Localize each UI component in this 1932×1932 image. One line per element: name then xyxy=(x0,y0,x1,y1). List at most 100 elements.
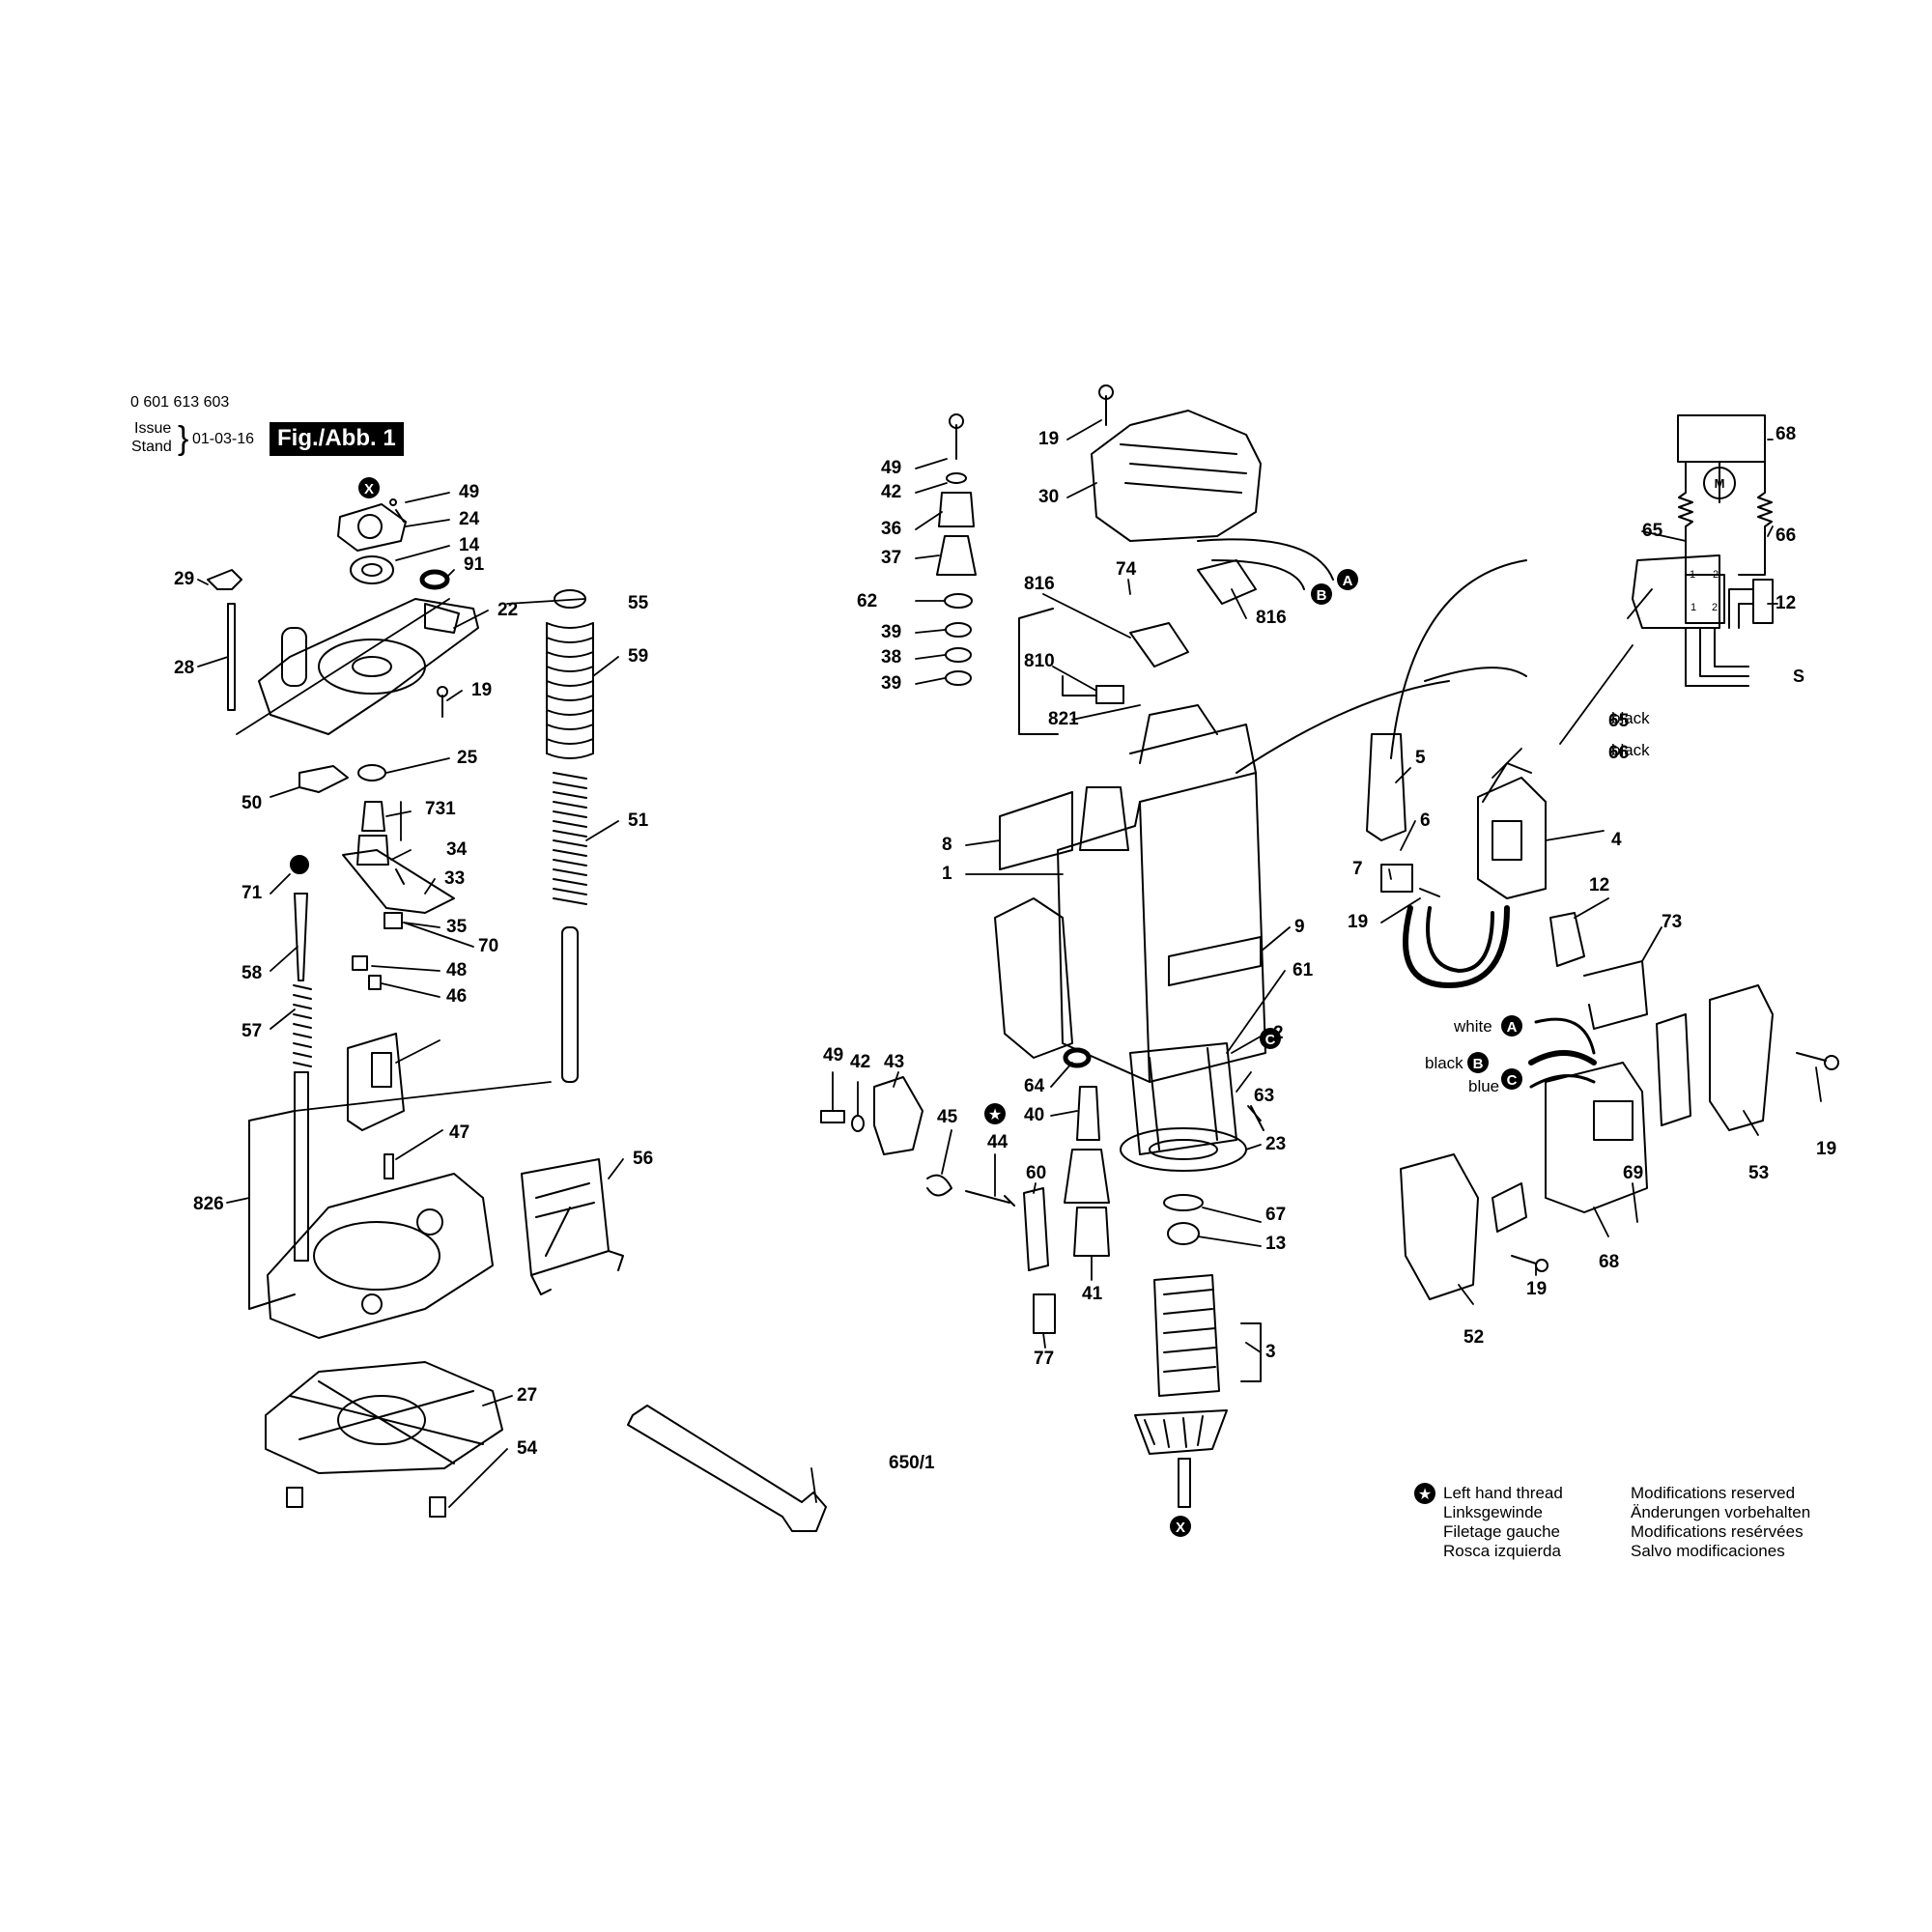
switch-terminal-2b: 2 xyxy=(1712,602,1718,613)
callout-label: 49 xyxy=(459,482,479,502)
washer-38 xyxy=(945,647,972,663)
bellows-59 xyxy=(546,622,594,759)
callout-label: 33 xyxy=(444,868,465,889)
callout-label: 51 xyxy=(628,810,649,831)
callout-label: 60 xyxy=(1026,1163,1046,1183)
motor-m-label: M xyxy=(1715,476,1725,491)
wire-blue xyxy=(1529,1074,1596,1089)
rod-28 xyxy=(227,603,236,711)
screw-63 xyxy=(1250,1105,1264,1131)
switch-4 xyxy=(1477,777,1547,899)
block-46 xyxy=(347,1033,405,1131)
washer-25 xyxy=(357,764,386,781)
callout-label: 826 xyxy=(193,1194,224,1214)
rod-58 xyxy=(294,893,308,981)
callout-label: 4 xyxy=(1611,830,1622,850)
marker-a-right xyxy=(1501,1015,1522,1037)
thread-legend-de: Linksgewinde xyxy=(1443,1503,1544,1521)
screw-54 xyxy=(286,1487,303,1508)
thread-legend-es: Rosca izquierda xyxy=(1443,1542,1561,1560)
callout-label: 91 xyxy=(464,554,485,575)
callout-label: 36 xyxy=(881,519,901,539)
bearing-plate xyxy=(337,503,407,552)
screw-49b xyxy=(820,1110,845,1123)
callout-label: 19 xyxy=(1348,912,1368,932)
screw-70 xyxy=(384,912,403,929)
callout-label: 48 xyxy=(446,960,467,980)
clip-67 xyxy=(1163,1194,1204,1211)
callout-label: 5 xyxy=(1415,748,1426,768)
callout-label: 55 xyxy=(628,593,649,613)
callout-label: 38 xyxy=(881,647,901,668)
callout-label: 19 xyxy=(1526,1279,1547,1299)
resistor-65 xyxy=(1678,461,1693,576)
resistor-66 xyxy=(1738,461,1773,576)
lever-29 xyxy=(207,569,242,590)
callout-label: 19 xyxy=(471,680,492,700)
washer-39b xyxy=(945,670,972,686)
callout-label: 19 xyxy=(1816,1139,1836,1159)
handle-bracket xyxy=(1492,1182,1527,1233)
coupler-41 xyxy=(1073,1207,1110,1257)
callout-label: 59 xyxy=(628,646,648,667)
callout-label: 73 xyxy=(1662,912,1682,932)
callout-label: 810 xyxy=(1024,651,1055,671)
callout-label: 50 xyxy=(242,793,262,813)
modifications-legend-en: Modifications reserved xyxy=(1631,1484,1796,1502)
shaft-40 xyxy=(1076,1086,1100,1141)
ring-55 xyxy=(554,589,586,609)
issue-date: 01-03-16 xyxy=(192,431,255,447)
wire-label-blue: blue xyxy=(1468,1077,1499,1095)
callout-label: 25 xyxy=(457,748,478,768)
callout-label: 13 xyxy=(1265,1234,1286,1254)
spring-57 xyxy=(293,984,312,1067)
handle-52 xyxy=(1400,1153,1479,1300)
callout-label: 34 xyxy=(446,839,468,860)
washer-62 xyxy=(944,593,973,609)
modifications-legend-de: Änderungen vorbehalten xyxy=(1631,1503,1811,1521)
screw-54b xyxy=(429,1496,446,1518)
callout-label: 2 xyxy=(1273,1023,1284,1043)
switch-body xyxy=(1632,554,1720,629)
callout-label: 68 xyxy=(1599,1252,1619,1272)
callout-label: 8 xyxy=(942,835,952,855)
pin-47 xyxy=(384,1153,394,1179)
motor-symbol xyxy=(1703,467,1736,499)
callout-label: 63 xyxy=(1254,1086,1274,1106)
nut-34 xyxy=(356,835,389,866)
cone-37 xyxy=(936,535,977,576)
o-ring-91 xyxy=(419,569,450,590)
callout-label: 650/1 xyxy=(889,1453,935,1473)
callout-label: 70 xyxy=(478,936,498,956)
brush-60 xyxy=(1023,1187,1049,1271)
callout-label: 68 xyxy=(1776,424,1796,444)
bearing-13 xyxy=(1167,1222,1200,1245)
gear xyxy=(1134,1409,1228,1455)
cap-30 xyxy=(1091,410,1262,542)
capacitor-12 xyxy=(1752,579,1774,624)
marker-star-legend xyxy=(1414,1483,1435,1504)
issue-brace: } xyxy=(178,420,189,457)
motor-housing-22 xyxy=(258,598,479,735)
wire-label-66: black xyxy=(1611,741,1650,759)
callout-label: 54 xyxy=(517,1438,538,1459)
callout-label: 47 xyxy=(449,1122,469,1143)
side-handle xyxy=(994,897,1073,1059)
column-rod xyxy=(294,1071,309,1262)
callout-label: 7 xyxy=(1352,859,1363,879)
marker-b-right-label: B xyxy=(1473,1056,1484,1072)
marker-star-legend-glyph: ★ xyxy=(1418,1487,1432,1503)
callout-label: 58 xyxy=(242,963,262,983)
thread-legend-en: Left hand thread xyxy=(1443,1484,1563,1502)
bearing-14 xyxy=(350,555,394,584)
wing-screw-50 xyxy=(298,765,349,793)
stand-label: Stand xyxy=(131,439,172,455)
marker-c-right-label: C xyxy=(1507,1072,1518,1089)
callout-label: 44 xyxy=(987,1132,1009,1152)
callout-label: 27 xyxy=(517,1385,537,1406)
marker-a-top xyxy=(1337,569,1358,590)
circled-markers: X X A B C A B C ★ ★ M S xyxy=(358,476,1804,1537)
screw-35 xyxy=(352,955,368,971)
